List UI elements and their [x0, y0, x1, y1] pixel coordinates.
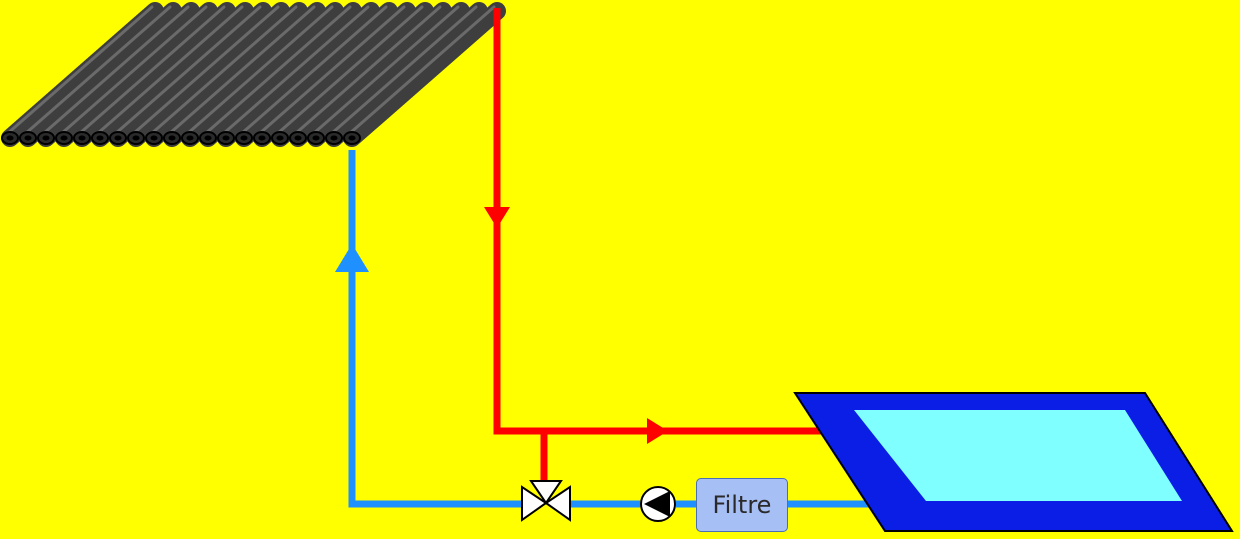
three-way-valve — [521, 480, 571, 522]
collector-tube — [127, 2, 290, 147]
collector-tube — [307, 2, 470, 147]
collector-tube — [1, 2, 164, 147]
collector-tube — [181, 2, 344, 147]
collector-tube — [235, 2, 398, 147]
collector-tube — [271, 2, 434, 147]
collector-tube — [217, 2, 380, 147]
flow-arrow-right — [647, 418, 668, 444]
solar-collector — [1, 2, 506, 147]
pump-arrow-left-icon — [644, 491, 670, 517]
valve-top-triangle — [529, 480, 563, 505]
flow-arrow-up — [335, 244, 369, 272]
hot-pipe — [493, 8, 822, 486]
collector-tube — [91, 2, 254, 147]
collector-tube — [199, 2, 362, 147]
collector-tube — [55, 2, 218, 147]
collector-tube — [163, 2, 326, 147]
flow-arrow-down — [484, 207, 510, 228]
swimming-pool — [793, 392, 1234, 532]
cold-pipe — [348, 150, 885, 508]
collector-tube — [325, 2, 488, 147]
collector-tube — [145, 2, 308, 147]
valve-right-triangle — [544, 485, 571, 522]
circulation-pump — [640, 486, 676, 522]
collector-tube — [253, 2, 416, 147]
collector-tube — [37, 2, 200, 147]
collector-tube — [289, 2, 452, 147]
collector-tube — [19, 2, 182, 147]
pool-water — [854, 410, 1182, 501]
valve-left-triangle — [521, 485, 548, 522]
hot-pipe-riser — [493, 8, 822, 435]
filter-box: Filtre — [696, 478, 788, 532]
collector-tube — [73, 2, 236, 147]
collector-tube — [343, 2, 506, 147]
collector-tube — [109, 2, 272, 147]
filter-label: Filtre — [712, 491, 772, 519]
